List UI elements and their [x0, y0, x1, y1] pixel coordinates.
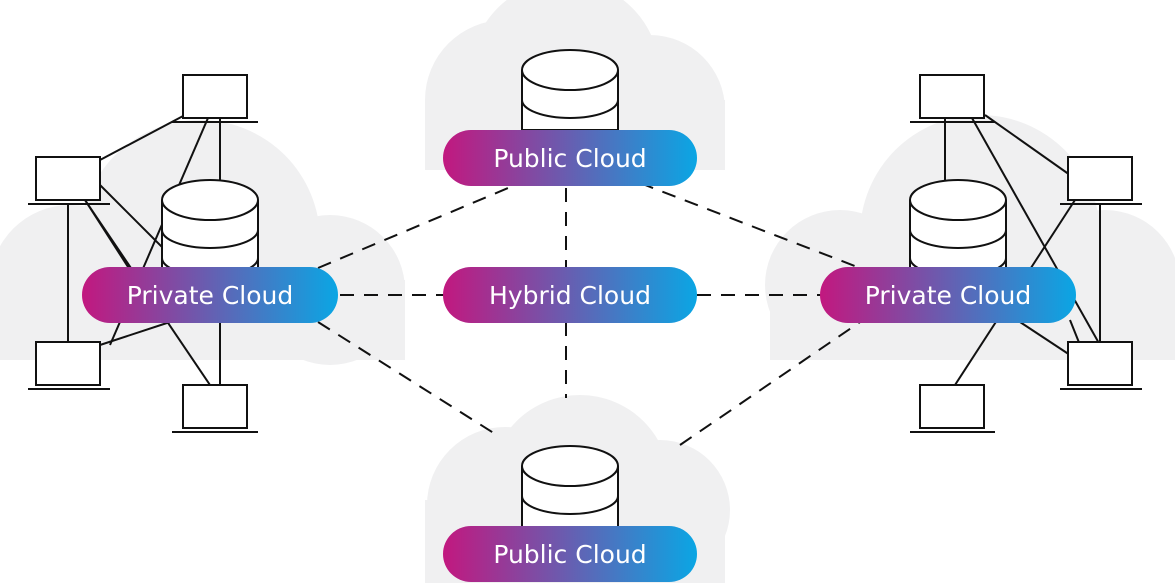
database-icon-top	[521, 49, 619, 131]
public-cloud-top-label: Public Cloud	[493, 144, 646, 173]
private-cloud-right-label: Private Cloud	[865, 281, 1032, 310]
monitor-icon-left-upper	[28, 156, 110, 205]
monitor-icon-right-top	[910, 74, 995, 123]
monitor-icon-left-top	[172, 74, 258, 123]
public-cloud-bottom-label: Public Cloud	[493, 540, 646, 569]
database-icon-right	[909, 179, 1007, 277]
private-cloud-left-node: Private Cloud	[82, 267, 338, 323]
hybrid-cloud-node: Hybrid Cloud	[443, 267, 697, 323]
private-cloud-right-node: Private Cloud	[820, 267, 1076, 323]
monitor-icon-left-bottom	[172, 384, 258, 433]
dashed-connections	[317, 182, 861, 446]
hybrid-cloud-label: Hybrid Cloud	[489, 281, 651, 310]
public-cloud-bottom-node: Public Cloud	[443, 526, 697, 582]
database-icon-bottom	[521, 445, 619, 531]
public-cloud-top-node: Public Cloud	[443, 130, 697, 186]
monitor-icon-right-lower	[1060, 341, 1142, 390]
monitor-icon-left-lower	[28, 341, 110, 390]
monitor-icon-right-bottom	[910, 384, 995, 433]
database-icon-left	[161, 179, 259, 277]
monitor-icon-right-upper	[1060, 156, 1142, 205]
private-cloud-left-label: Private Cloud	[127, 281, 294, 310]
